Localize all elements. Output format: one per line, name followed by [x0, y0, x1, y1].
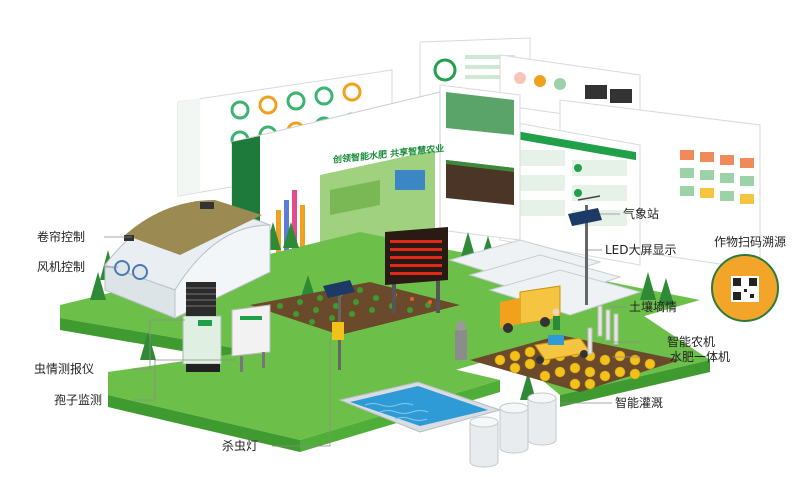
weather-station	[568, 195, 602, 305]
label-led-display: LED大屏显示	[605, 243, 677, 257]
label-smart-farm-machine: 智能农机	[667, 335, 716, 349]
label-pest-monitor: 虫情测报仪	[34, 362, 95, 376]
greenhouse	[104, 200, 271, 319]
label-crop-trace: 作物扫码溯源	[714, 235, 787, 249]
pest-monitor-device	[182, 282, 222, 372]
seated-figure	[455, 321, 467, 360]
water-tanks	[469, 392, 557, 468]
label-soil-moisture: 土壤墒情	[629, 300, 678, 314]
irrigation-poles	[587, 305, 619, 355]
dashboard-screen-field-photo	[439, 84, 521, 241]
label-weather-station: 气象站	[623, 207, 660, 221]
label-spore-monitor: 孢子监测	[54, 393, 103, 407]
soil-sensor-post	[323, 280, 355, 370]
orchard-field	[470, 335, 680, 392]
crop-field-center	[250, 282, 460, 335]
label-insect-lamp: 杀虫灯	[222, 439, 259, 453]
led-display-board	[385, 227, 448, 313]
label-fan-control: 风机控制	[37, 260, 86, 274]
label-roller-control: 卷帘控制	[37, 230, 86, 244]
spore-monitor-device	[231, 304, 271, 372]
farmer-figure	[552, 308, 560, 330]
smart-farm-robot	[534, 335, 591, 364]
label-smart-irrigation: 智能灌溉	[615, 396, 664, 410]
delivery-truck	[500, 285, 561, 333]
callout-lines	[104, 213, 640, 447]
label-fertigation: 水肥一体机	[670, 350, 731, 364]
dashboard-screen-sensor-list	[499, 119, 641, 266]
trace-fruit-globe	[711, 254, 779, 322]
